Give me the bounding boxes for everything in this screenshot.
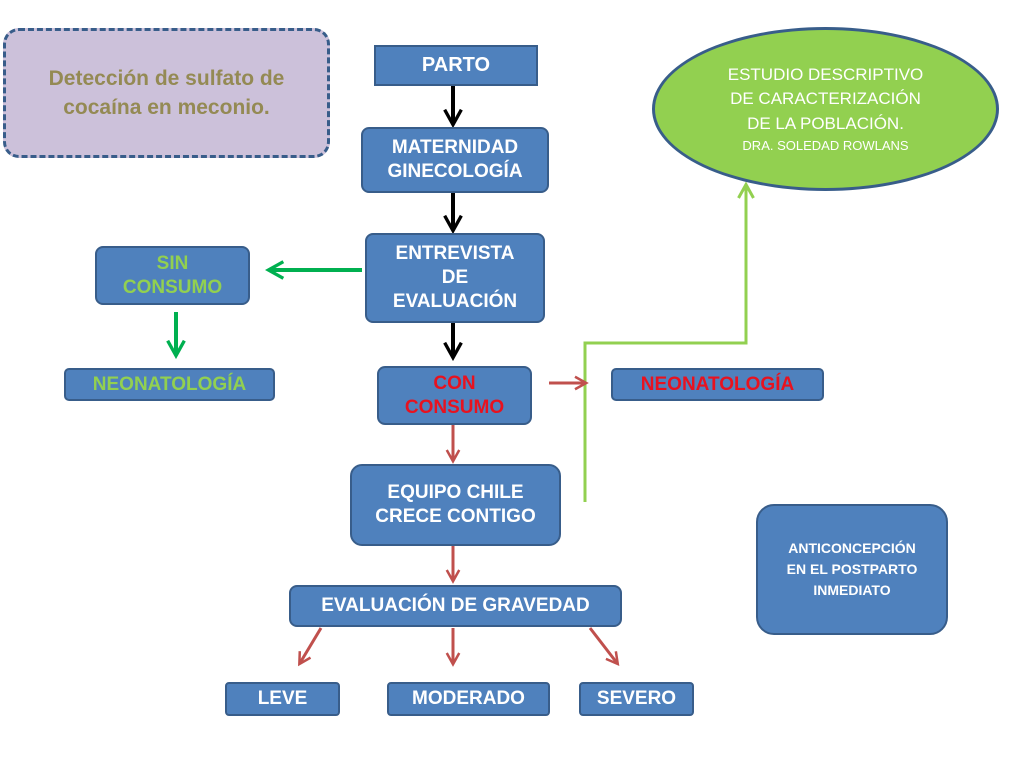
- node-maternidad: MATERNIDAD GINECOLOGÍA: [361, 127, 549, 193]
- node-sin-consumo: SIN CONSUMO: [95, 246, 250, 305]
- node-maternidad-line1: MATERNIDAD: [391, 137, 519, 159]
- node-severo-label: SEVERO: [596, 688, 677, 710]
- title-note-line2: cocaína en meconio.: [63, 96, 270, 119]
- arrow-to-study: [583, 186, 746, 502]
- node-entrevista-line1: ENTREVISTA: [395, 243, 515, 265]
- node-con-consumo-line2: CONSUMO: [404, 396, 505, 418]
- node-entrevista: ENTREVISTA DE EVALUACIÓN: [365, 233, 545, 323]
- node-anticoncepcion-line2: EN EL POSTPARTO: [786, 561, 918, 577]
- node-leve-label: LEVE: [257, 688, 308, 710]
- node-equipo-line2: CRECE CONTIGO: [375, 506, 536, 527]
- node-neonatologia-right-label: NEONATOLOGÍA: [640, 373, 795, 395]
- study-ellipse: ESTUDIO DESCRIPTIVO DE CARACTERIZACIÓN D…: [652, 27, 999, 191]
- title-note: Detección de sulfato de cocaína en mecon…: [3, 28, 330, 158]
- node-parto: PARTO: [374, 45, 538, 86]
- arrow-gravedad-to-severo: [588, 627, 617, 663]
- node-entrevista-line2: DE: [441, 267, 469, 289]
- study-line2: DE CARACTERIZACIÓN: [730, 89, 921, 109]
- node-entrevista-line3: EVALUACIÓN: [392, 290, 518, 312]
- node-leve: LEVE: [225, 682, 340, 716]
- title-note-line1: Detección de sulfato de: [48, 66, 285, 90]
- arrow-gravedad-to-leve: [300, 627, 323, 663]
- node-gravedad-label: EVALUACIÓN DE GRAVEDAD: [321, 595, 590, 617]
- study-line3: DE LA POBLACIÓN.: [747, 113, 904, 133]
- node-neonatologia-left-label: NEONATOLOGÍA: [92, 373, 247, 395]
- node-neonatologia-left: NEONATOLOGÍA: [64, 368, 275, 401]
- node-moderado-label: MODERADO: [412, 688, 525, 710]
- study-line1: ESTUDIO DESCRIPTIVO: [727, 64, 924, 84]
- node-equipo-chile-crece-contigo: EQUIPO CHILE CRECE CONTIGO: [350, 464, 561, 546]
- node-moderado: MODERADO: [387, 682, 550, 716]
- node-evaluacion-gravedad: EVALUACIÓN DE GRAVEDAD: [289, 585, 622, 627]
- node-anticoncepcion-line1: ANTICONCEPCIÓN: [788, 540, 916, 556]
- node-con-consumo-line1: CON: [433, 372, 476, 394]
- node-neonatologia-right: NEONATOLOGÍA: [611, 368, 824, 401]
- node-con-consumo: CON CONSUMO: [377, 366, 532, 425]
- node-equipo-line1: EQUIPO CHILE: [387, 482, 524, 504]
- node-parto-label: PARTO: [421, 54, 491, 76]
- node-sin-consumo-line1: SIN: [156, 252, 189, 274]
- node-anticoncepcion-line3: INMEDIATO: [813, 582, 891, 598]
- study-author: DRA. SOLEDAD ROWLANS: [742, 137, 909, 153]
- node-maternidad-line2: GINECOLOGÍA: [387, 161, 523, 182]
- node-sin-consumo-line2: CONSUMO: [122, 276, 223, 298]
- node-severo: SEVERO: [579, 682, 694, 716]
- node-anticoncepcion: ANTICONCEPCIÓN EN EL POSTPARTO INMEDIATO: [756, 504, 948, 635]
